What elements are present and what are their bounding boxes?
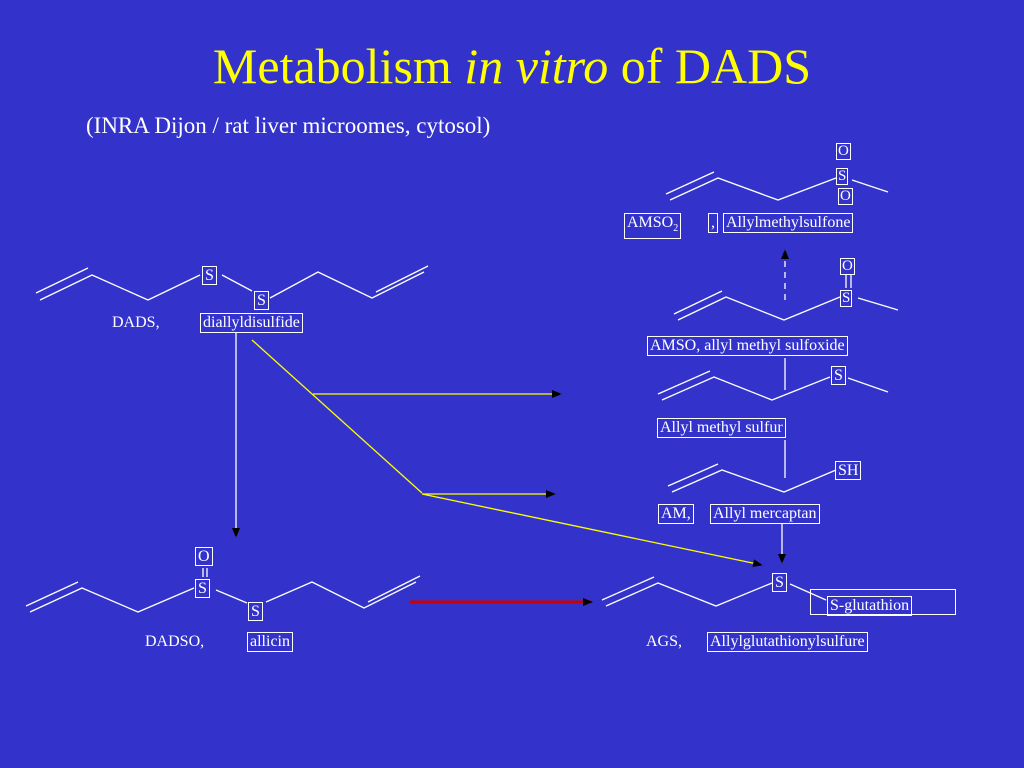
slide-title: Metabolism in vitro of DADS [0, 38, 1024, 94]
title-italic: in vitro [464, 38, 609, 94]
amso2-oxygen-1: O [836, 143, 851, 160]
ams-sulfur: S [831, 366, 846, 385]
dads-sulfur-2: S [254, 291, 269, 310]
ags-name: Allylglutathionylsulfure [707, 632, 868, 652]
amso-oxygen: O [840, 258, 855, 275]
ams-name: Allyl methyl sulfur [657, 418, 786, 438]
dads-name: diallyldisulfide [200, 313, 303, 333]
dadso-abbr: DADSO, [145, 633, 205, 650]
am-name: Allyl mercaptan [710, 504, 820, 524]
dads-abbr: DADS, [112, 314, 160, 331]
dads-to-branch-line [251, 339, 423, 494]
amso2-abbr: AMSO2 [624, 213, 682, 240]
title-part1: Metabolism [212, 38, 465, 94]
am-thiol: SH [835, 461, 862, 480]
amso2-comma: , [708, 213, 718, 233]
amso2-abbr-sub: 2 [673, 223, 679, 235]
ams-structure [657, 370, 889, 401]
amso-sulfur: S [840, 290, 853, 307]
ags-glutathion-group: S-glutathion [827, 596, 913, 616]
dadso-sulfur-2: S [248, 602, 263, 621]
slide-subtitle: (INRA Dijon / rat liver microomes, cytos… [86, 113, 491, 138]
amso-structure [673, 275, 899, 321]
amso2-sulfur: S [836, 168, 849, 185]
amso2-name: Allylmethylsulfone [723, 213, 854, 233]
amso2-oxygen-2: O [838, 188, 853, 205]
dads-sulfur-1: S [202, 266, 217, 285]
dads-structure [35, 265, 429, 301]
am-structure [667, 463, 837, 493]
title-part2: of DADS [608, 38, 812, 94]
dadso-oxygen: O [195, 547, 213, 566]
dadso-name: allicin [247, 632, 293, 652]
ags-structure [601, 576, 827, 607]
dadso-sulfur-1: S [195, 579, 210, 598]
amso-name: AMSO, allyl methyl sulfoxide [647, 336, 848, 356]
dadso-structure [25, 568, 421, 613]
amso2-structure [665, 171, 889, 201]
am-abbr: AM, [658, 504, 694, 524]
amso2-abbr-text: AMSO [627, 214, 674, 231]
ags-abbr: AGS, [646, 633, 683, 650]
ags-glutathion-frame [810, 589, 956, 615]
ags-sulfur: S [772, 573, 787, 592]
branch-to-ags-arrow [421, 493, 763, 568]
